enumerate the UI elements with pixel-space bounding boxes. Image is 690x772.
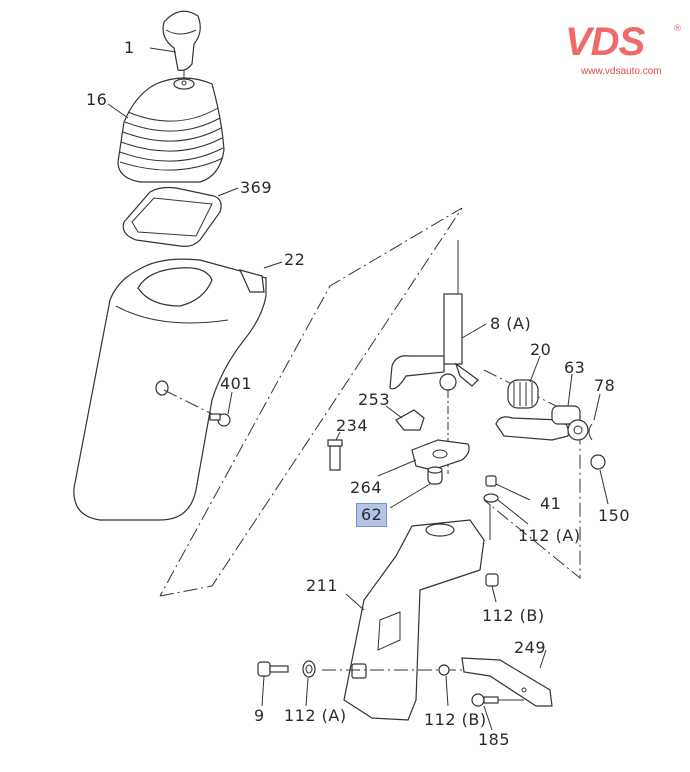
callout-185[interactable]: 185: [478, 730, 511, 749]
callout-62-highlighted[interactable]: 62: [356, 503, 388, 527]
washer-112a-bottom-part[interactable]: [302, 660, 316, 678]
callout-112a-bottom[interactable]: 112 (A): [284, 706, 347, 725]
shift-lever-part[interactable]: [389, 240, 479, 474]
bushing-part[interactable]: [427, 466, 443, 485]
bracket-249-part[interactable]: [461, 657, 553, 707]
logo-url[interactable]: www.vdsauto.com: [581, 66, 662, 77]
callout-249[interactable]: 249: [514, 638, 547, 657]
spring-part[interactable]: [507, 379, 539, 409]
callout-1[interactable]: 1: [124, 38, 135, 57]
callout-78[interactable]: 78: [594, 376, 616, 395]
callout-9[interactable]: 9: [254, 706, 265, 725]
shift-boot-part[interactable]: [117, 77, 225, 183]
logo-brand: VDS: [565, 20, 645, 64]
nut-washer-part[interactable]: [483, 475, 499, 540]
shift-knob-part[interactable]: [162, 10, 201, 82]
callout-211[interactable]: 211: [306, 576, 339, 595]
bolt-185-part[interactable]: [471, 693, 524, 707]
callout-8a[interactable]: 8 (A): [490, 314, 532, 333]
callout-264[interactable]: 264: [350, 478, 383, 497]
callout-112b-right[interactable]: 112 (B): [482, 606, 545, 625]
callout-234[interactable]: 234: [336, 416, 369, 435]
callout-150[interactable]: 150: [598, 506, 631, 525]
bracket-211-part[interactable]: [343, 519, 485, 721]
registered-mark: ®: [673, 24, 682, 34]
boot-retainer-part[interactable]: [122, 186, 222, 247]
vds-logo: VDS ® www.vdsauto.com: [565, 20, 682, 77]
callout-22[interactable]: 22: [284, 250, 306, 269]
callout-369[interactable]: 369: [240, 178, 273, 197]
bolt-9-part[interactable]: [257, 661, 289, 677]
assembly-outline: [159, 207, 463, 597]
callout-63[interactable]: 63: [564, 358, 586, 377]
nut-112b-right-part[interactable]: [485, 573, 499, 587]
callout-41[interactable]: 41: [540, 494, 562, 513]
callout-253[interactable]: 253: [358, 390, 391, 409]
clip-bracket-part[interactable]: [395, 409, 425, 431]
callout-16[interactable]: 16: [86, 90, 108, 109]
leader-lines: [107, 47, 609, 731]
bolt-234-part[interactable]: [327, 439, 343, 471]
console-cover-part[interactable]: [73, 258, 267, 521]
screw-part[interactable]: [163, 389, 231, 427]
callout-112a-top[interactable]: 112 (A): [518, 526, 581, 545]
plate-part[interactable]: [411, 439, 470, 471]
callout-401[interactable]: 401: [220, 374, 253, 393]
pin-assembly-part[interactable]: [495, 405, 606, 470]
callout-112b-bottom[interactable]: 112 (B): [424, 710, 487, 729]
nut-112b-bottom-part[interactable]: [438, 664, 450, 676]
callout-20[interactable]: 20: [530, 340, 552, 359]
